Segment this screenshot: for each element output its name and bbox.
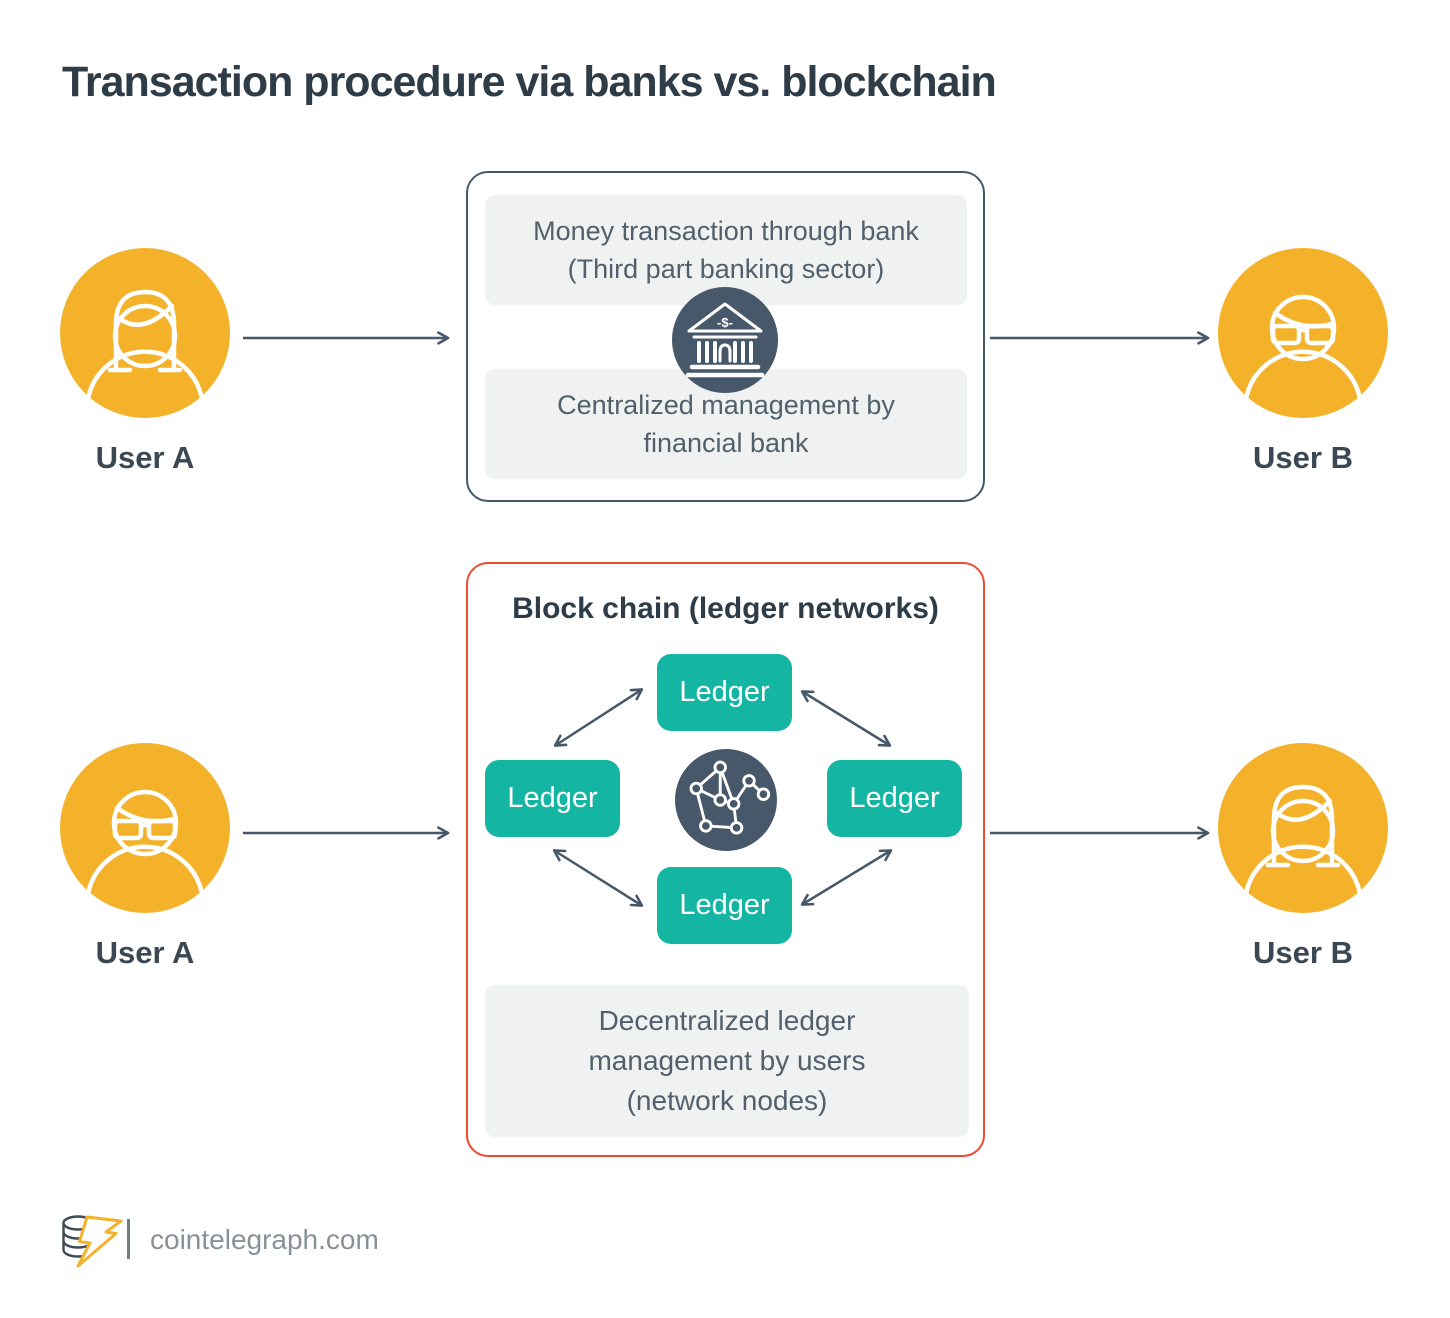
ledger-node: Ledger (657, 654, 792, 731)
footer-site-label: cointelegraph.com (150, 1224, 379, 1255)
avatar-user-b-bank (1218, 248, 1388, 418)
man-glasses-avatar-icon (1243, 294, 1363, 402)
ledger-node: Ledger (485, 760, 620, 837)
arrow-bank-to-user-b (990, 331, 1210, 345)
network-icon (689, 760, 771, 835)
ledger-node: Ledger (827, 760, 962, 837)
user-b-label-bank: User B (1253, 440, 1353, 475)
arrow-user-a-to-bank (243, 331, 450, 345)
man-glasses-avatar-icon (85, 789, 205, 897)
cointelegraph-logo (62, 1215, 123, 1268)
woman-avatar-icon (85, 289, 205, 402)
user-b-label-chain: User B (1253, 935, 1353, 970)
ledger-node: Ledger (657, 867, 792, 944)
avatar-user-a-bank (60, 248, 230, 418)
arrow-user-a-to-chain (243, 826, 450, 840)
bank-badge: -$- (672, 287, 778, 393)
network-badge (675, 749, 777, 851)
avatar-user-a-chain (60, 743, 230, 913)
bank-process-box: Money transaction through bank (Third pa… (466, 171, 985, 502)
user-a-label-bank: User A (95, 440, 195, 475)
blockchain-box: Block chain (ledger networks) Ledger Led… (466, 562, 985, 1157)
woman-avatar-icon (1243, 784, 1363, 897)
blockchain-bottom-note: Decentralized ledger management by users… (485, 985, 969, 1137)
bank-top-note: Money transaction through bank (Third pa… (485, 195, 967, 305)
avatar-user-b-chain (1218, 743, 1388, 913)
blockchain-box-title: Block chain (ledger networks) (512, 592, 939, 625)
svg-text:-$-: -$- (717, 315, 733, 330)
user-a-label-chain: User A (95, 935, 195, 970)
arrow-chain-to-user-b (990, 826, 1210, 840)
footer-divider (127, 1219, 130, 1259)
bank-icon: -$- (685, 302, 765, 378)
page-title: Transaction procedure via banks vs. bloc… (62, 58, 997, 106)
